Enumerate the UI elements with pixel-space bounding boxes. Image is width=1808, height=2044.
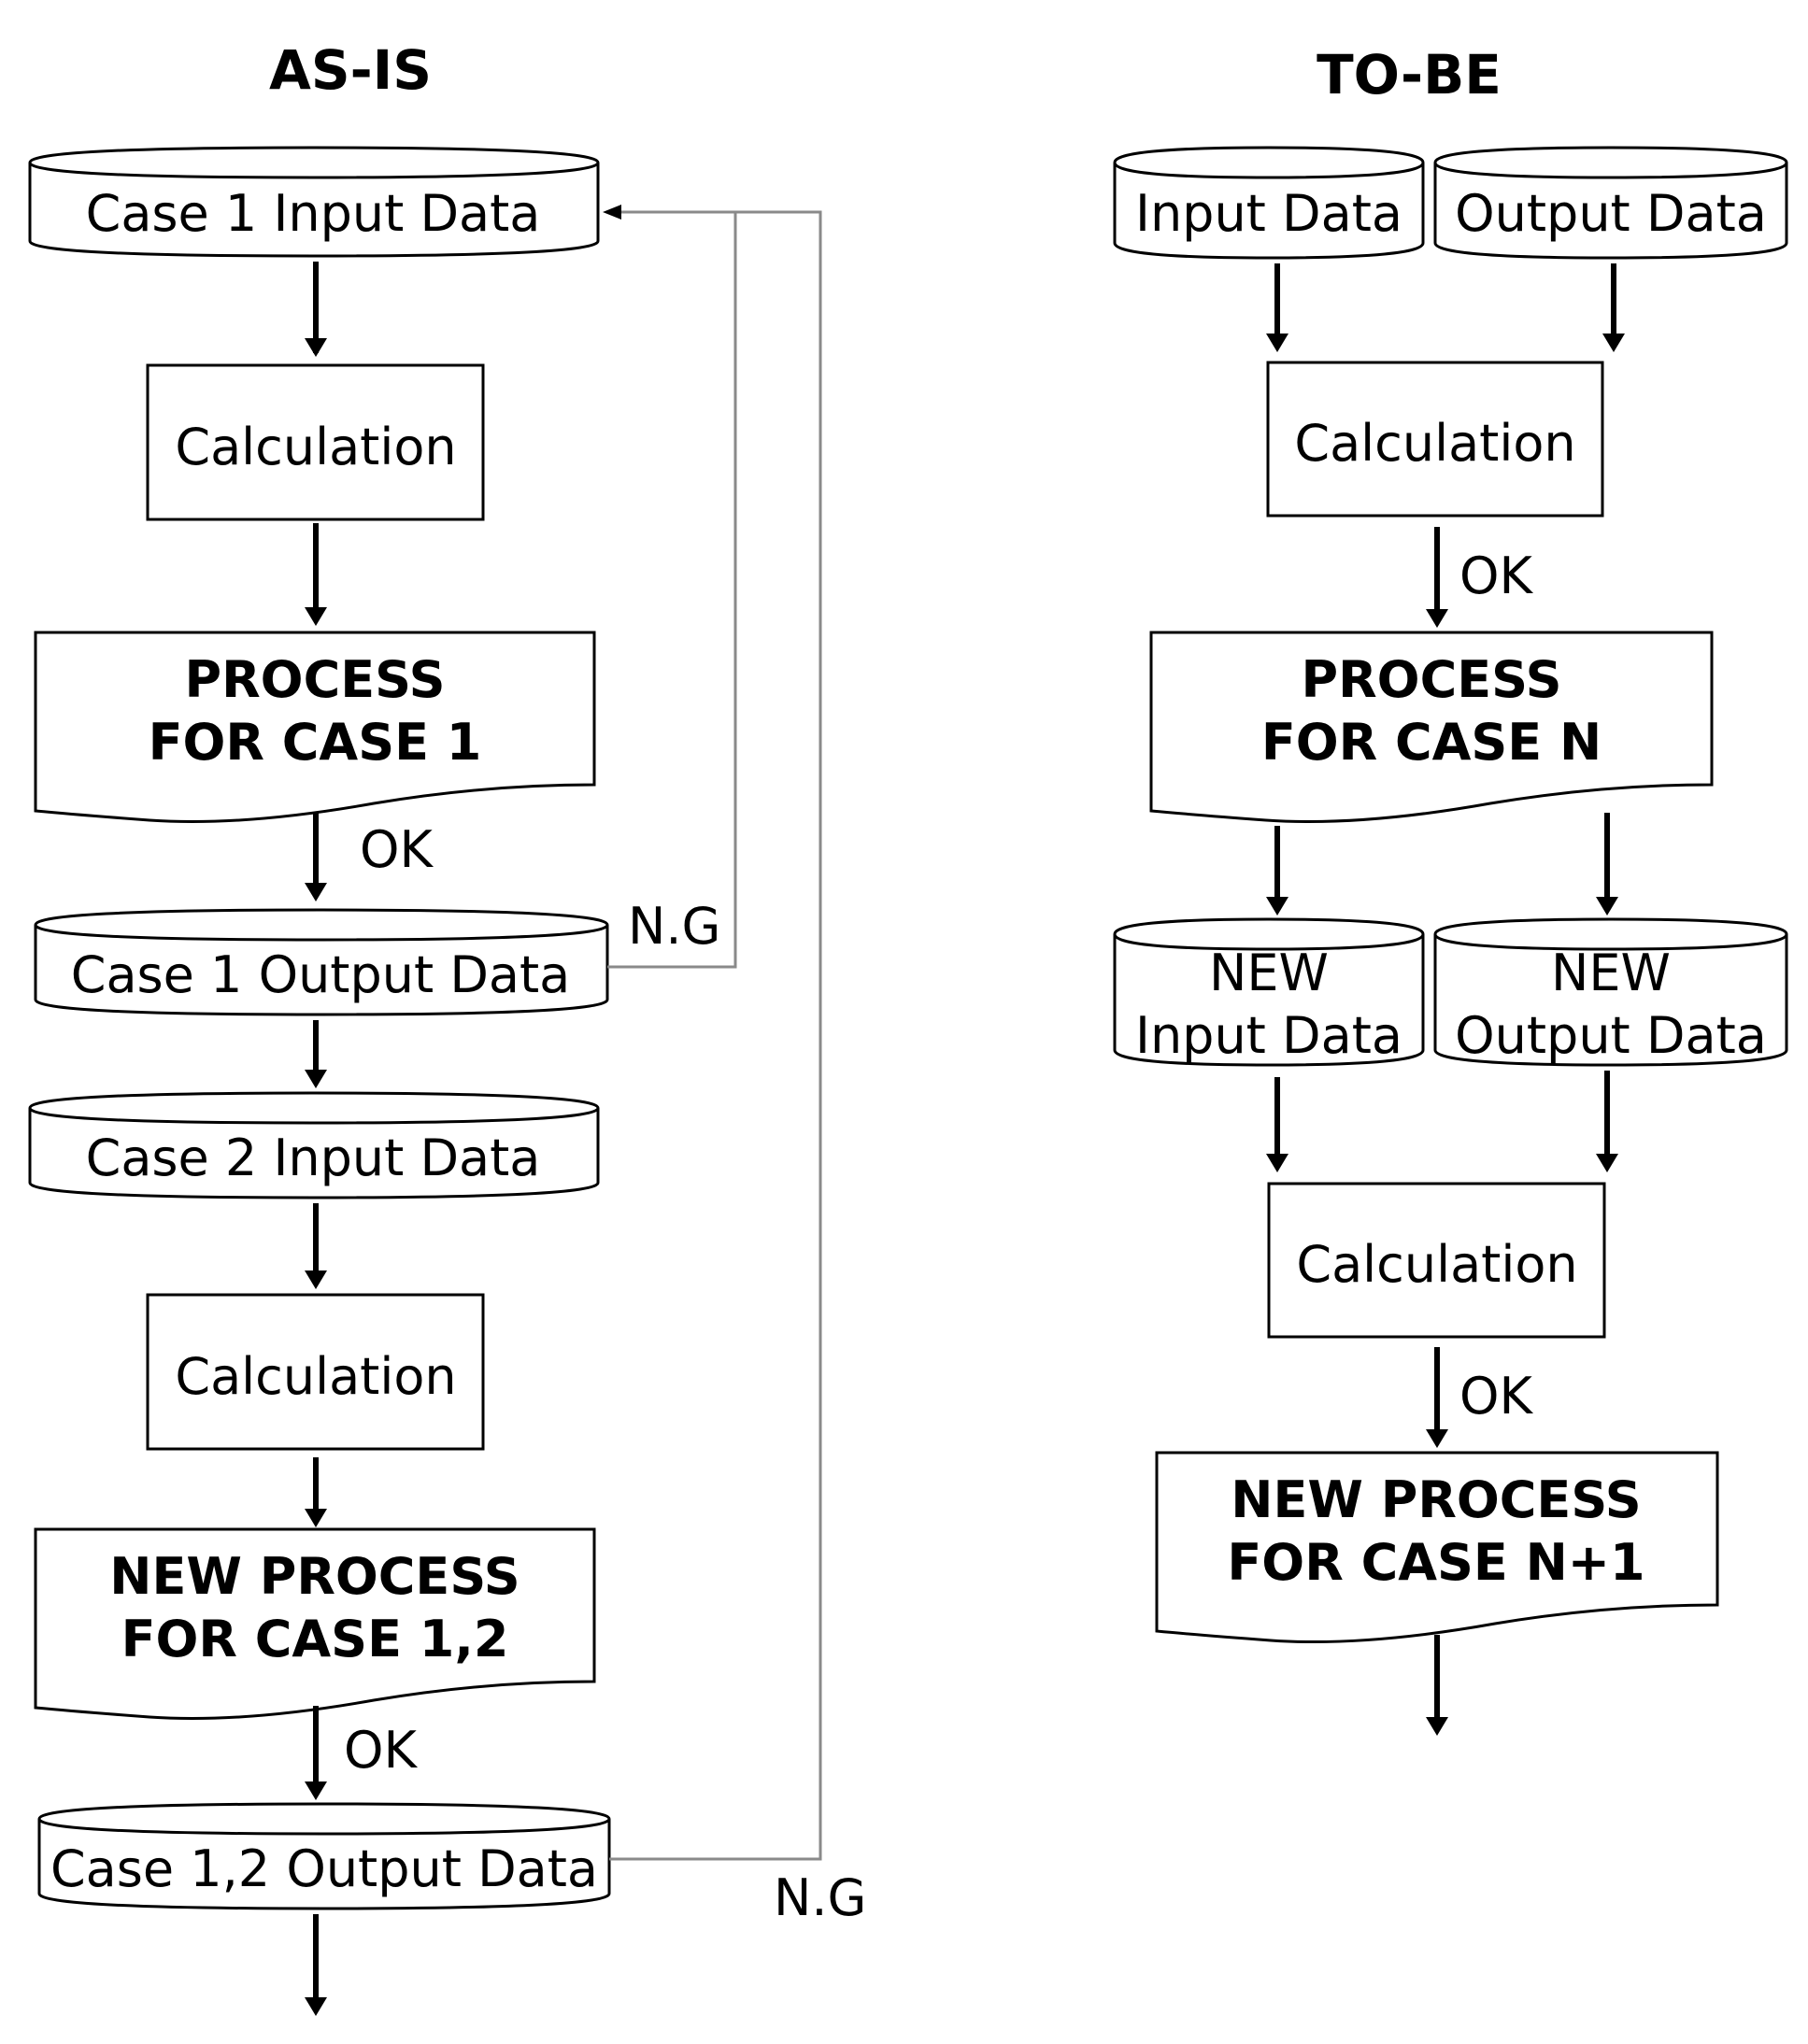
process-case1-line1: PROCESS (185, 650, 446, 709)
process-case1-line2: FOR CASE 1 (149, 713, 482, 772)
new-output-data-store: NEW Output Data (1433, 917, 1788, 1067)
process-case1-document: PROCESS FOR CASE 1 (34, 631, 596, 823)
to-be-input-data-store: Input Data (1113, 146, 1425, 260)
arrowhead (1596, 897, 1618, 916)
ok-label: OK (1459, 1367, 1534, 1426)
calc-label: Calculation (175, 1347, 456, 1406)
arrowhead (1266, 334, 1288, 352)
output-data-label: Output Data (1455, 184, 1767, 243)
arrowhead (1426, 1429, 1448, 1448)
arrowhead (1266, 897, 1288, 916)
new-output-line2: Output Data (1455, 1006, 1767, 1065)
process-case-n-line2: FOR CASE N (1261, 713, 1602, 772)
new-input-line1: NEW (1209, 944, 1329, 1002)
as-is-calculation-2-box: Calculation (146, 1293, 485, 1451)
new-process-case-n1-line1: NEW PROCESS (1231, 1470, 1641, 1529)
arrowhead (1266, 1154, 1288, 1172)
case1-input-data-store: Case 1 Input Data (28, 146, 600, 258)
new-process-case12-document: NEW PROCESS FOR CASE 1,2 (34, 1527, 596, 1720)
to-be-output-data-store: Output Data (1433, 146, 1788, 260)
to-be-title: TO-BE (1317, 43, 1502, 106)
ng-feedback-loop-2 (609, 210, 822, 1861)
arrowhead (1426, 1717, 1448, 1736)
ng-label: N.G (774, 1868, 866, 1927)
arrowhead (1596, 1154, 1618, 1172)
new-process-case-n1-line2: FOR CASE N+1 (1227, 1533, 1644, 1592)
arrowhead (1602, 334, 1625, 352)
arrowhead (305, 1781, 327, 1800)
new-process-case12-line2: FOR CASE 1,2 (121, 1610, 509, 1668)
new-input-line2: Input Data (1135, 1006, 1402, 1065)
arrowhead (305, 1997, 327, 2016)
case1-input-label: Case 1 Input Data (86, 184, 541, 243)
to-be-calculation-1-box: Calculation (1266, 361, 1604, 518)
arrowhead (305, 338, 327, 357)
ng-label: N.G (628, 897, 720, 956)
arrowhead (1426, 609, 1448, 628)
calc-label: Calculation (175, 418, 456, 476)
case1-output-label: Case 1 Output Data (71, 945, 571, 1004)
arrowhead (305, 1270, 327, 1289)
process-case-n-line1: PROCESS (1302, 650, 1562, 709)
case12-output-label: Case 1,2 Output Data (50, 1839, 598, 1898)
as-is-calculation-1-box: Calculation (146, 363, 485, 521)
new-output-line1: NEW (1551, 944, 1671, 1002)
calc-label: Calculation (1296, 1235, 1577, 1294)
case1-output-data-store: Case 1 Output Data (34, 908, 609, 1016)
case2-input-data-store: Case 2 Input Data (28, 1091, 600, 1199)
input-data-label: Input Data (1135, 184, 1402, 243)
case12-output-data-store: Case 1,2 Output Data (37, 1802, 611, 1910)
ok-label: OK (344, 1721, 419, 1780)
ok-label: OK (1459, 546, 1534, 605)
new-process-case12-line1: NEW PROCESS (109, 1547, 520, 1606)
case2-input-label: Case 2 Input Data (86, 1128, 541, 1187)
to-be-calculation-2-box: Calculation (1267, 1182, 1606, 1339)
arrowhead (305, 1070, 327, 1088)
new-input-data-store: NEW Input Data (1113, 917, 1425, 1067)
calc-label: Calculation (1294, 414, 1575, 473)
ok-label: OK (360, 820, 434, 879)
as-is-title: AS-IS (269, 38, 432, 102)
new-process-case-n1-document: NEW PROCESS FOR CASE N+1 (1155, 1451, 1719, 1643)
arrowhead (305, 883, 327, 901)
arrowhead (305, 1509, 327, 1527)
arrowhead (305, 607, 327, 626)
process-case-n-document: PROCESS FOR CASE N (1149, 631, 1714, 823)
arrowhead (603, 205, 621, 220)
ng-feedback-loop-1 (607, 210, 737, 969)
